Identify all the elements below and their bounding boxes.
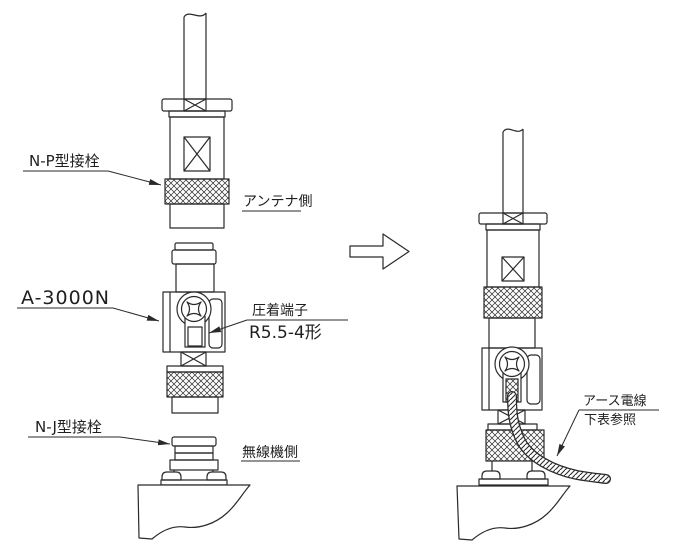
mount-flange: [160, 479, 228, 486]
plug-sleeve: [169, 203, 225, 229]
exploded-view: [137, 12, 251, 540]
plug-knurled-ring: [164, 178, 230, 205]
earth-wire: [507, 391, 611, 484]
a3000n-adapter: [162, 242, 226, 414]
coax-cable-assembled: [502, 128, 524, 213]
chassis-panel-right: [456, 485, 571, 541]
assembled-view: [456, 128, 611, 541]
coupling-sleeve: [488, 317, 536, 349]
phillips-screw-icon: [186, 301, 202, 317]
adapter-crosshatch-box: [180, 351, 207, 367]
earth-wire-note-label: 下表参照: [584, 412, 636, 428]
callouts: [17, 170, 659, 462]
plug-crosshatch-box: [183, 136, 211, 172]
nj-connector-label: N-J型接栓: [35, 418, 102, 436]
adapter-sleeve: [171, 396, 219, 414]
plug-body: [169, 116, 225, 180]
adapter-cap-top: [174, 242, 214, 251]
earth-wire-leader: [556, 409, 580, 457]
plug-rim-assembled: [485, 223, 541, 231]
np-plug-with-cable: [161, 12, 233, 229]
coax-cable: [183, 12, 207, 99]
nj-receptacle: [160, 436, 228, 486]
adapter-side-plate-assembled: [526, 354, 541, 405]
phillips-screw-icon-assembled: [504, 356, 520, 372]
coupling-knurled-ring: [483, 286, 543, 319]
cable-clamp-cap: [161, 98, 233, 112]
np-label-leader: [107, 170, 162, 186]
chassis-panel-left: [137, 484, 251, 540]
receptacle-rim: [171, 436, 217, 447]
radio-side-label: 無線機側: [242, 445, 298, 461]
receptacle-ring-1: [174, 445, 214, 454]
receptacle-ring-2: [174, 452, 214, 461]
mount-bolt-left: [161, 471, 182, 481]
plug-crosshatch-box-assembled: [501, 256, 525, 282]
mount-bolt-right-assembled: [526, 470, 546, 480]
np-connector-label: N-P型接栓: [29, 152, 100, 170]
mount-bolt-left-assembled: [481, 470, 501, 480]
crimp-label-leader: [208, 319, 248, 334]
plug-rim: [168, 110, 226, 118]
receptacle-base: [169, 459, 219, 471]
crimp-barrel: [187, 326, 203, 347]
mount-bolt-right: [206, 471, 227, 481]
adapter-side-plate: [208, 298, 223, 349]
labels: N-P型接栓 アンテナ側 A-3000N 圧着端子 R5.5-4形 N-J型接栓…: [21, 152, 647, 461]
terminal-screw: [180, 295, 208, 323]
plug-body-assembled: [486, 229, 540, 288]
adapter-model-label: A-3000N: [21, 287, 110, 309]
adapter-cap-ring: [171, 249, 217, 265]
adapter-knurled-ring: [166, 371, 224, 398]
crimp-terminal-tongue: [184, 316, 206, 348]
assembly-arrow-icon: [349, 233, 410, 270]
terminal-screw-assembled: [498, 350, 526, 378]
earth-wire-label: アース電線: [583, 393, 647, 409]
nj-label-leader: [119, 436, 171, 446]
adapter-rim: [166, 365, 224, 373]
antenna-side-label: アンテナ側: [243, 194, 312, 210]
adapter-label-leader: [112, 307, 160, 322]
adapter-neck: [175, 263, 215, 293]
crimp-terminal-type-label: R5.5-4形: [249, 323, 322, 343]
crimp-terminal-label: 圧着端子: [252, 303, 308, 319]
mount-flange-assembled: [478, 478, 549, 486]
